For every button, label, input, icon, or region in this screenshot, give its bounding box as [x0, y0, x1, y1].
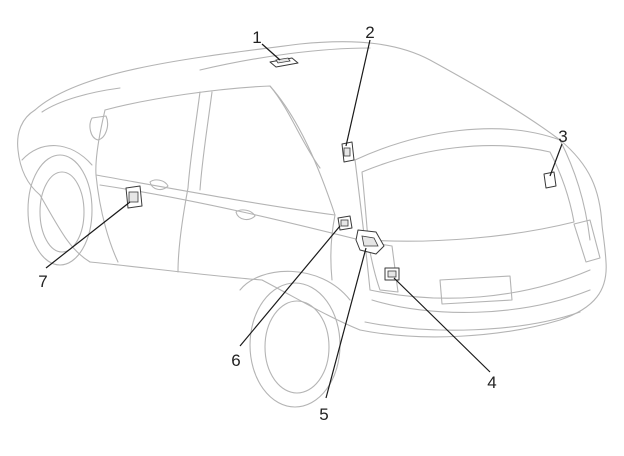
component-1-roof-sensor	[269, 57, 299, 68]
callout-6: 6	[231, 351, 241, 370]
callout-1: 1	[252, 28, 262, 47]
leader-lines	[45, 39, 563, 399]
callout-7: 7	[38, 272, 48, 291]
leader-3	[549, 143, 563, 177]
leader-6	[239, 225, 341, 347]
callout-2: 2	[365, 23, 375, 42]
component-7-door-module	[125, 185, 143, 209]
leader-1	[261, 43, 281, 61]
leader-2	[345, 39, 371, 147]
component-4-rear-connector	[384, 267, 400, 281]
callout-5: 5	[319, 405, 329, 424]
leader-5	[325, 247, 367, 399]
car-body-outline	[17, 41, 607, 408]
leader-7	[45, 201, 131, 269]
component-5-rear-module	[355, 229, 385, 255]
callout-3: 3	[558, 127, 568, 146]
callout-4: 4	[487, 373, 497, 392]
component-2-pillar-connector	[341, 141, 355, 163]
component-6-quarter-connector	[337, 215, 353, 231]
leader-4	[393, 277, 491, 373]
